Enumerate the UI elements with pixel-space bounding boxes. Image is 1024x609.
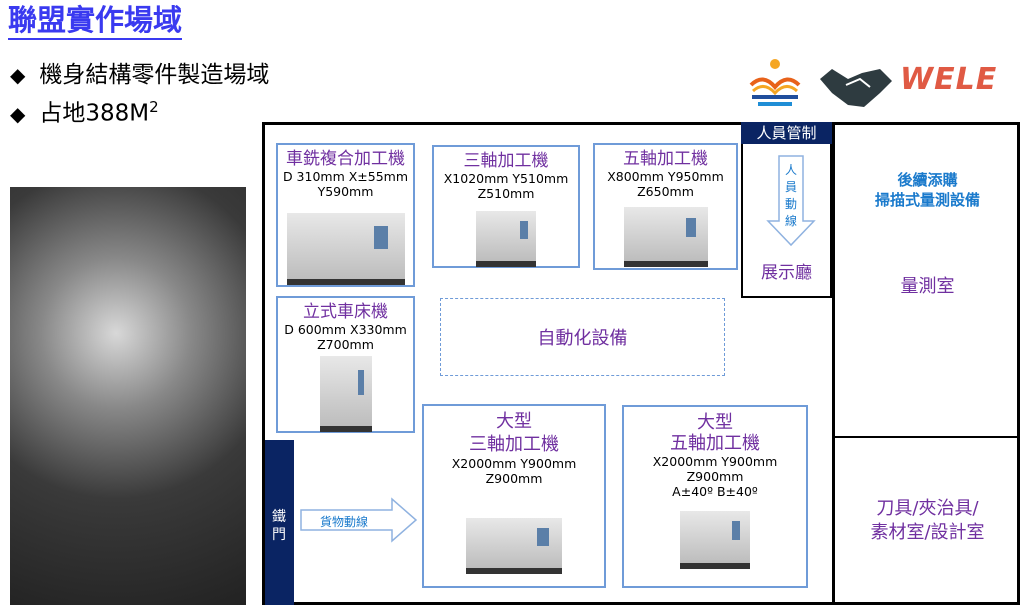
school-logo-icon xyxy=(749,59,801,106)
machining-photo xyxy=(10,187,246,605)
divider xyxy=(834,436,1020,438)
future-equipment-label: 後續添購掃描式量測設備 xyxy=(874,171,980,209)
handshake-icon xyxy=(820,69,892,107)
machine-image xyxy=(623,207,708,267)
automation-area: 自動化設備 xyxy=(440,298,725,376)
machine-image xyxy=(319,356,372,432)
personnel-flow-arrow xyxy=(766,155,816,247)
showroom-label: 展示廳 xyxy=(761,263,812,283)
measurement-room-label: 量測室 xyxy=(900,276,955,297)
personnel-control-header: 人員管制 xyxy=(741,122,832,144)
page-title: 聯盟實作場域 xyxy=(8,2,183,40)
machine-image xyxy=(476,211,536,267)
tools-room-label: 刀具/夾治具/素材室/設計室 xyxy=(870,498,985,543)
floor-plan xyxy=(262,122,1020,605)
personnel-flow-label: 人員動線 xyxy=(784,163,797,228)
machine-image xyxy=(286,213,405,285)
wele-logo: WELE xyxy=(900,62,998,97)
machine-image xyxy=(466,518,562,574)
divider xyxy=(832,122,835,605)
bullet-item: ◆占地388M2 xyxy=(10,98,159,127)
iron-door xyxy=(265,440,294,605)
bullet-item: ◆機身結構零件製造場域 xyxy=(10,62,270,88)
machine-image xyxy=(680,511,750,569)
cargo-flow-arrow xyxy=(300,497,418,543)
iron-door-label: 鐵門 xyxy=(272,509,286,543)
cargo-flow-label: 貨物動線 xyxy=(320,515,369,529)
